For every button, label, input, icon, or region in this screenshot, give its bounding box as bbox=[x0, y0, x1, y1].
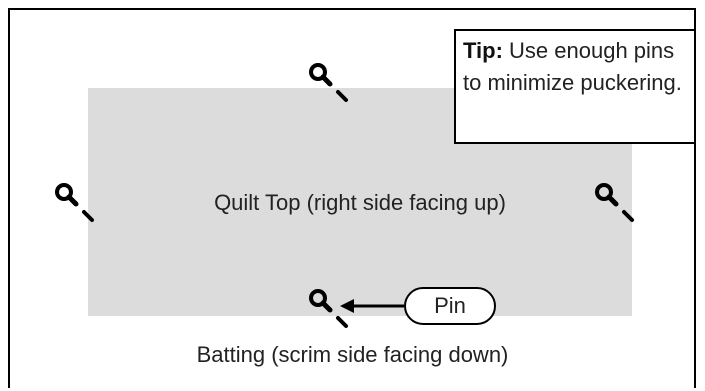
pin-icon bbox=[309, 63, 348, 102]
batting-label: Batting (scrim side facing down) bbox=[196, 342, 509, 367]
arrow-left-icon bbox=[340, 299, 404, 313]
quilt-top-label: Quilt Top (right side facing up) bbox=[214, 190, 506, 215]
tip-text: Use enough pins to minimize puckering. bbox=[463, 38, 682, 95]
tip-heading: Tip: bbox=[463, 38, 503, 63]
pin-icon bbox=[595, 183, 634, 222]
batting-outline bbox=[8, 8, 696, 388]
pin-icon bbox=[309, 289, 348, 328]
tip-box: Tip: Use enough pins to minimize puckeri… bbox=[454, 29, 696, 144]
pin-callout: Pin bbox=[404, 287, 496, 325]
pin-icon bbox=[55, 183, 94, 222]
